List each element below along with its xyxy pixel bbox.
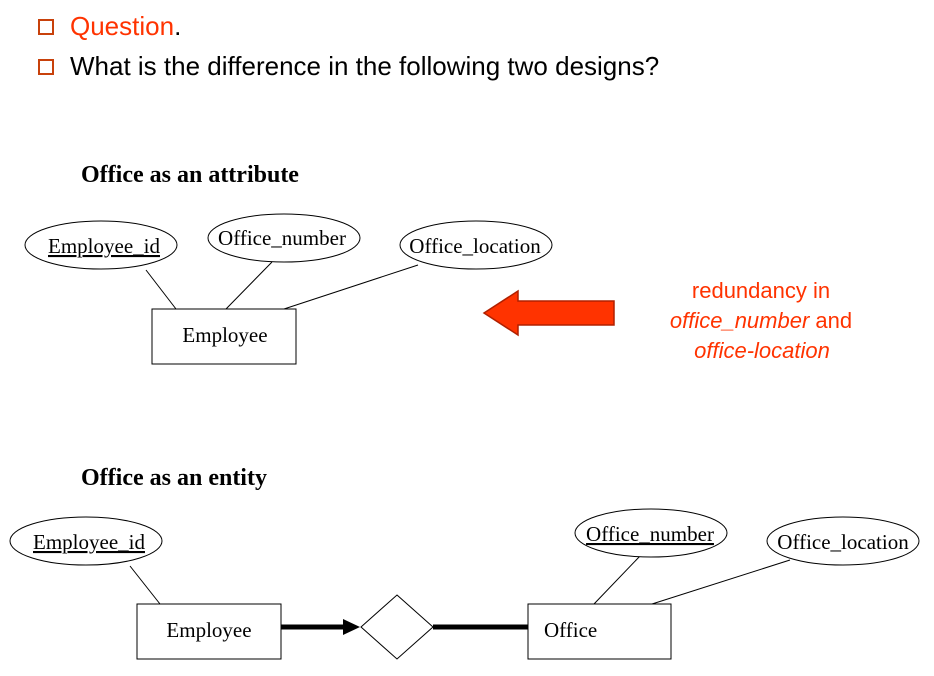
note-line-1: redundancy in <box>692 278 830 303</box>
bullet-prompt: What is the difference in the following … <box>38 46 659 86</box>
design2-attr-office-number-label: Office_number <box>586 522 714 546</box>
bullet-question: Question. <box>38 6 659 46</box>
design2-entity-office-label: Office <box>544 618 597 642</box>
design1-title: Office as an attribute <box>81 162 299 188</box>
design2-attr-employee-id <box>9 516 163 566</box>
design2-entity-employee <box>136 603 282 660</box>
question-label: Question <box>70 11 175 41</box>
design2-attr-office-location <box>766 516 920 566</box>
design2-title: Office as an entity <box>81 465 267 491</box>
note-line-2: office_number and <box>670 308 852 333</box>
design1-entity-employee-label: Employee <box>182 323 267 347</box>
red-left-arrow-icon <box>482 289 615 337</box>
design2-arrowhead-icon <box>343 619 360 635</box>
note-line-3: office-location <box>694 338 830 363</box>
design2-attr-employee-id-label: Employee_id <box>33 530 145 554</box>
design2-attr-office-number <box>574 508 728 558</box>
note-line-2-italic: office_number <box>670 308 811 333</box>
checkbox-bullet-icon <box>38 59 54 75</box>
design2-relationship-diamond <box>360 594 434 660</box>
design1-attr-employee-id <box>24 220 178 270</box>
design2-link-office-location <box>651 559 791 605</box>
checkbox-bullet-icon <box>38 19 54 35</box>
design2-entity-office <box>527 603 672 660</box>
design1-link-office-number <box>225 261 273 310</box>
design1-attr-office-number <box>207 213 361 263</box>
bullet-list: Question. What is the difference in the … <box>38 6 659 86</box>
design1-attr-office-location-label: Office_location <box>409 234 541 258</box>
design2-link-employee-id <box>129 565 161 605</box>
prompt-text: What is the difference in the following … <box>70 51 660 81</box>
note-line-2-rest: and <box>809 308 852 333</box>
design2-attr-office-location-label: Office_location <box>777 530 909 554</box>
design1-link-employee-id <box>145 269 177 310</box>
design1-link-office-location <box>283 264 419 310</box>
design2-entity-employee-label: Employee <box>166 618 251 642</box>
question-period: . <box>174 11 182 41</box>
design1-entity-employee <box>151 308 297 365</box>
design1-attr-employee-id-label: Employee_id <box>48 234 160 258</box>
design2-link-office-number <box>593 555 641 605</box>
design1-attr-office-number-label: Office_number <box>218 226 346 250</box>
design1-attr-office-location <box>399 220 553 270</box>
